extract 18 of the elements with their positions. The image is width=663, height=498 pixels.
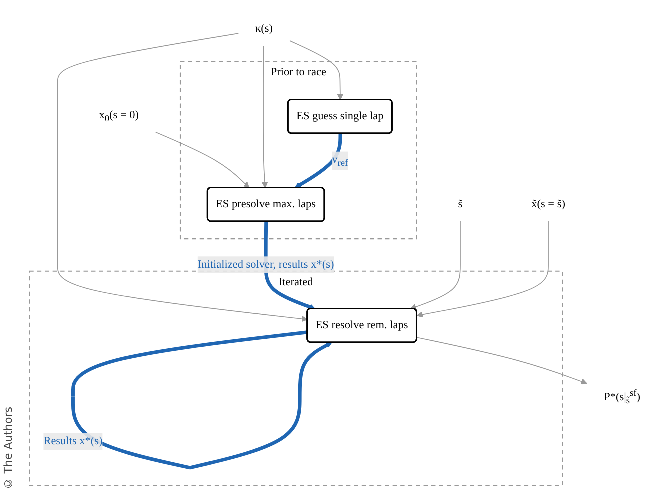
- arrow: [416, 221, 549, 318]
- node-text: κ(s): [256, 22, 274, 35]
- arrow: [290, 40, 344, 100]
- edge-label: v$_{ref}$: [332, 154, 348, 168]
- arrow: [294, 134, 342, 188]
- arrow: [262, 46, 268, 188]
- edge-label: Initialized solver, results x*(s): [198, 258, 334, 271]
- arrow: [416, 337, 588, 385]
- node-text: x$_{0}$(s = 0): [99, 109, 140, 124]
- edge-label: Results x*(s): [44, 436, 103, 448]
- arrow: [71, 330, 332, 470]
- arrow: [410, 221, 461, 310]
- copyright-note: © The Authors: [2, 406, 15, 490]
- node-text: P*(s|$_{s̃}$$^{sf}$): [604, 387, 640, 406]
- node-text: x̃(s = s̃): [532, 198, 566, 210]
- arrow: [155, 132, 250, 188]
- arrow: [57, 33, 308, 322]
- node-text: s̃: [458, 198, 463, 210]
